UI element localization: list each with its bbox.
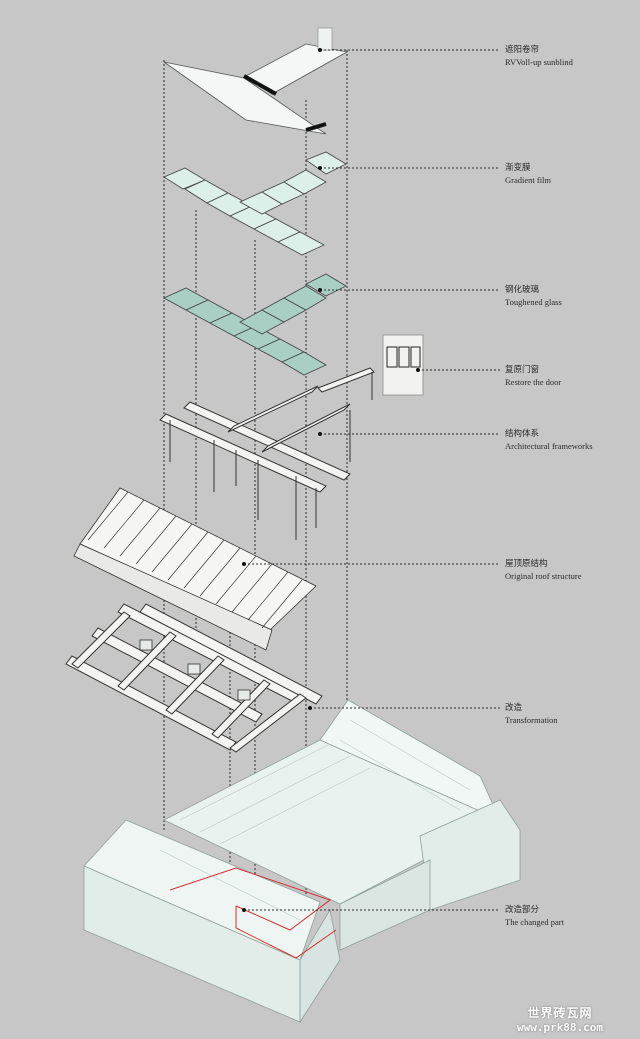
label-en: Transformation — [505, 715, 558, 725]
ground-building — [83, 699, 521, 1024]
label-en: Gradient film — [505, 175, 552, 185]
label-cn: 改造 — [505, 703, 523, 713]
leader-dots — [242, 48, 420, 912]
watermark: 世界砖瓦网 www.prk88.com — [505, 1004, 615, 1034]
label-en: Original roof structure — [505, 571, 582, 581]
label-en: Restore the door — [505, 377, 562, 387]
label-en: Architectural frameworks — [505, 441, 593, 451]
label-toughened-glass: 钢化玻璃 Toughened glass — [505, 284, 562, 308]
label-roof: 屋顶原结构 Original roof structure — [505, 558, 581, 582]
gradient-film-layer — [163, 151, 347, 256]
label-gradient-film: 渐变膜 Gradient film — [505, 162, 551, 186]
label-cn: 屋顶原结构 — [505, 559, 548, 569]
framework-layer — [159, 367, 375, 540]
label-transformation: 改造 Transformation — [505, 702, 558, 726]
label-en: Toughened glass — [505, 297, 562, 307]
leader-lines — [244, 49, 500, 911]
label-restore-door: 复原门窗 Restore the door — [505, 364, 561, 388]
watermark-name: 世界砖瓦网 — [527, 1006, 593, 1020]
toughened-glass-layer — [163, 273, 347, 376]
label-changed-part: 改造部分 The changed part — [505, 904, 564, 928]
transformation-layer — [65, 603, 323, 753]
label-cn: 钢化玻璃 — [505, 285, 540, 295]
label-cn: 复原门窗 — [505, 365, 540, 375]
sunblind-layer — [163, 27, 349, 135]
label-cn: 结构体系 — [505, 429, 540, 439]
roof-layer — [73, 487, 317, 651]
label-cn: 改造部分 — [505, 905, 540, 915]
label-frameworks: 结构体系 Architectural frameworks — [505, 428, 593, 452]
label-cn: 遮阳卷帘 — [505, 45, 540, 55]
label-sunblind: 遮阳卷帘 RVVoll-up sunblind — [505, 44, 573, 68]
watermark-url: www.prk88.com — [516, 1021, 604, 1034]
label-cn: 渐变膜 — [505, 163, 531, 173]
label-en: The changed part — [505, 917, 564, 927]
door-panel — [382, 334, 424, 396]
label-en: RVVoll-up sunblind — [505, 57, 573, 67]
